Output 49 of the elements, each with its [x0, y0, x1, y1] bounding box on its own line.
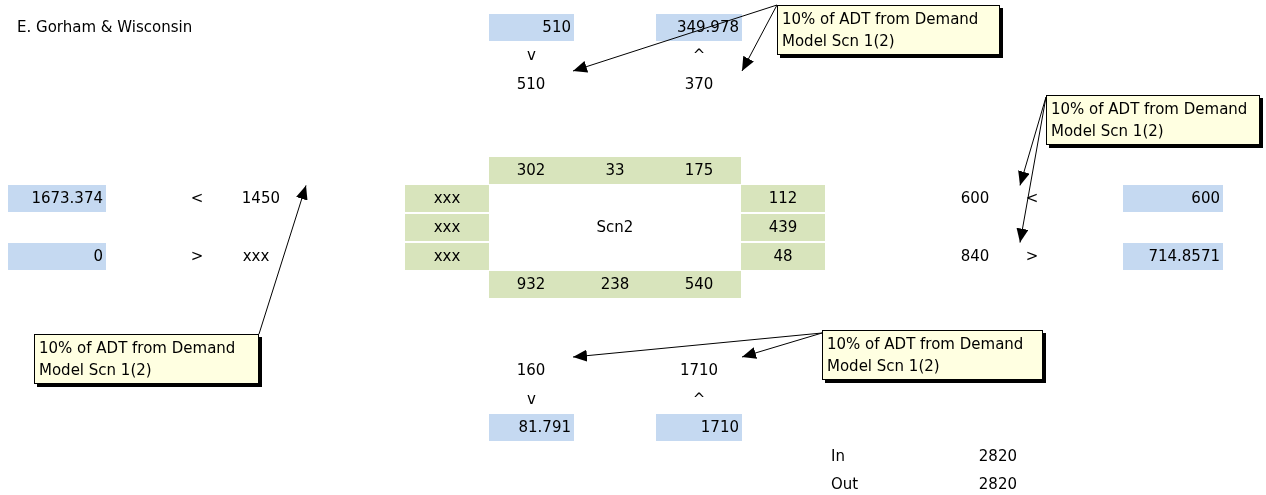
leader-line: [741, 4, 778, 72]
callout-note: 10% of ADT from Demand Model Scn 1(2): [777, 5, 1000, 55]
direction-symbol: ^: [691, 45, 707, 67]
input-cell: 1673.374: [8, 185, 106, 213]
input-cell: 600: [1123, 185, 1223, 213]
value-cell: xxx: [405, 185, 489, 213]
leader-line: [258, 184, 308, 335]
value-text: xxx: [241, 245, 271, 267]
direction-symbol: >: [189, 245, 205, 267]
value-cell: 112: [741, 185, 825, 213]
value-text: 600: [930, 185, 1020, 213]
value-cell: 48: [741, 242, 825, 270]
scenario-label: Scn2: [595, 217, 635, 238]
input-cell: 510: [489, 13, 574, 41]
value-text: 2820: [977, 445, 1018, 467]
value-text: 1450: [208, 185, 306, 213]
value-cell: 302: [489, 156, 573, 184]
value-text: 510: [489, 71, 573, 98]
leader-line: [741, 332, 823, 359]
callout-note: 10% of ADT from Demand Model Scn 1(2): [34, 334, 259, 384]
value-text: 1710: [656, 357, 742, 384]
callout-note: 10% of ADT from Demand Model Scn 1(2): [822, 330, 1043, 380]
value-cell: xxx: [405, 214, 489, 241]
leader-line: [572, 4, 778, 73]
value-text: 840: [930, 242, 1020, 270]
value-cell: 175: [657, 156, 741, 184]
input-cell: 714.8571: [1123, 242, 1223, 270]
direction-symbol: v: [526, 45, 537, 67]
value-text: 2820: [977, 474, 1018, 495]
callout-note: 10% of ADT from Demand Model Scn 1(2): [1046, 95, 1260, 145]
value-cell: xxx: [405, 242, 489, 270]
value-text: 160: [489, 357, 573, 384]
direction-symbol: >: [1024, 245, 1040, 267]
direction-symbol: v: [526, 388, 537, 410]
value-cell: 238: [573, 271, 657, 299]
input-cell: 0: [8, 242, 106, 270]
value-text: 370: [656, 71, 742, 98]
row-label: In: [830, 445, 846, 467]
value-cell: 33: [573, 156, 657, 184]
value-cell: 439: [741, 214, 825, 241]
direction-symbol: <: [189, 188, 205, 210]
title-text: E. Gorham & Wisconsin: [16, 16, 194, 38]
input-cell: 81.791: [489, 414, 574, 442]
direction-symbol: ^: [691, 388, 707, 410]
row-label: Out: [830, 474, 860, 495]
leader-line: [1016, 96, 1047, 244]
value-cell: 540: [657, 271, 741, 299]
value-cell: 932: [489, 271, 573, 299]
input-cell: 1710: [656, 414, 742, 442]
